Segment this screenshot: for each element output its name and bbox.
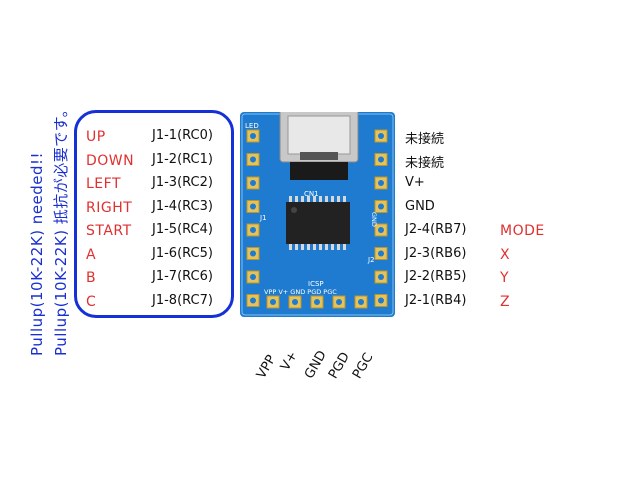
chip-lead (313, 244, 316, 250)
left-header-pad (247, 130, 259, 142)
usb-connector (280, 112, 358, 180)
chip-lead (331, 244, 334, 250)
right-header-pad (375, 201, 387, 213)
bottom-pin-label: PGD (326, 350, 353, 382)
left-pin-label: J1-8(RC7) (152, 293, 213, 308)
left-pin-label: J1-1(RC0) (152, 128, 213, 143)
right-header-pad (375, 248, 387, 260)
left-header-pad (247, 201, 259, 213)
right-pin-label: J2-2(RB5) (405, 269, 466, 284)
icsp-pad (289, 296, 301, 308)
left-pin-label: J1-3(RC2) (152, 175, 213, 190)
right-func-label: Z (500, 294, 510, 310)
left-func-label: RIGHT (86, 200, 132, 216)
chip-lead (301, 244, 304, 250)
chip-lead (295, 244, 298, 250)
silk-led: LED (245, 122, 259, 130)
right-pin-label: J2-3(RB6) (405, 246, 466, 261)
right-func-label: X (500, 247, 510, 263)
chip-lead (325, 196, 328, 202)
left-func-label: UP (86, 129, 106, 145)
left-header-pad (247, 224, 259, 236)
left-func-label: START (86, 223, 132, 239)
left-func-label: A (86, 247, 96, 263)
right-header-pad (375, 295, 387, 307)
silk-j2: J2 (367, 256, 375, 264)
left-header-pad (247, 271, 259, 283)
left-header-pad (247, 154, 259, 166)
right-pin-label: 未接続 (405, 152, 444, 171)
left-func-label: B (86, 270, 96, 286)
icsp-pad (311, 296, 323, 308)
left-func-label: C (86, 294, 96, 310)
icsp-pad (355, 296, 367, 308)
icsp-pad (333, 296, 345, 308)
right-func-label: Y (500, 270, 509, 286)
right-header-pad (375, 177, 387, 189)
silk-icsp: ICSP (308, 280, 324, 288)
left-header-pad (247, 248, 259, 260)
icsp-pad (267, 296, 279, 308)
silk-bottom-row: VPP V+ GND PGD PGC (264, 288, 337, 296)
left-func-label: LEFT (86, 176, 121, 192)
right-pin-label: V+ (405, 175, 425, 190)
bottom-pin-label: VPP (254, 353, 279, 382)
silk-cn1: CN1 (304, 190, 319, 198)
chip-lead (295, 196, 298, 202)
chip-lead (289, 196, 292, 202)
right-func-label: MODE (500, 223, 545, 239)
chip-lead (337, 244, 340, 250)
left-pin-label: J1-6(RC5) (152, 246, 213, 261)
chip-lead (319, 196, 322, 202)
pullup-note-english: Pullup(10K-22K) needed!! (28, 152, 46, 356)
chip-lead (331, 196, 334, 202)
microcontroller-chip (286, 202, 350, 244)
pullup-note-japanese: Pullup(10K-22K) 抵抗が必要です。 (50, 102, 71, 356)
chip-lead (289, 244, 292, 250)
right-header-pad (375, 271, 387, 283)
bottom-pin-label: V+ (278, 349, 301, 374)
right-pin-label: J2-1(RB4) (405, 293, 466, 308)
chip-lead (343, 196, 346, 202)
chip-lead (307, 244, 310, 250)
left-header-pad (247, 177, 259, 189)
right-pin-label: J2-4(RB7) (405, 222, 466, 237)
chip-lead (319, 244, 322, 250)
chip-lead (343, 244, 346, 250)
left-pin-label: J1-7(RC6) (152, 269, 213, 284)
chip-lead (337, 196, 340, 202)
pcb-board: LED CN1 ICSP VPP V+ GND PGD PGC J1 J2 GN… (240, 112, 395, 317)
bottom-pin-label: PGC (350, 351, 376, 382)
left-pin-label: J1-4(RC3) (152, 199, 213, 214)
right-header-pad (375, 154, 387, 166)
right-pin-label: 未接続 (405, 128, 444, 147)
right-header-pad (375, 130, 387, 142)
silk-gnd-side: GND (370, 212, 378, 227)
silk-j1: J1 (259, 214, 267, 222)
chip-lead (325, 244, 328, 250)
left-func-label: DOWN (86, 153, 134, 169)
left-header-pad (247, 295, 259, 307)
bottom-pin-label: GND (302, 348, 330, 381)
left-pin-label: J1-2(RC1) (152, 152, 213, 167)
left-pin-label: J1-5(RC4) (152, 222, 213, 237)
right-pin-label: GND (405, 199, 435, 214)
